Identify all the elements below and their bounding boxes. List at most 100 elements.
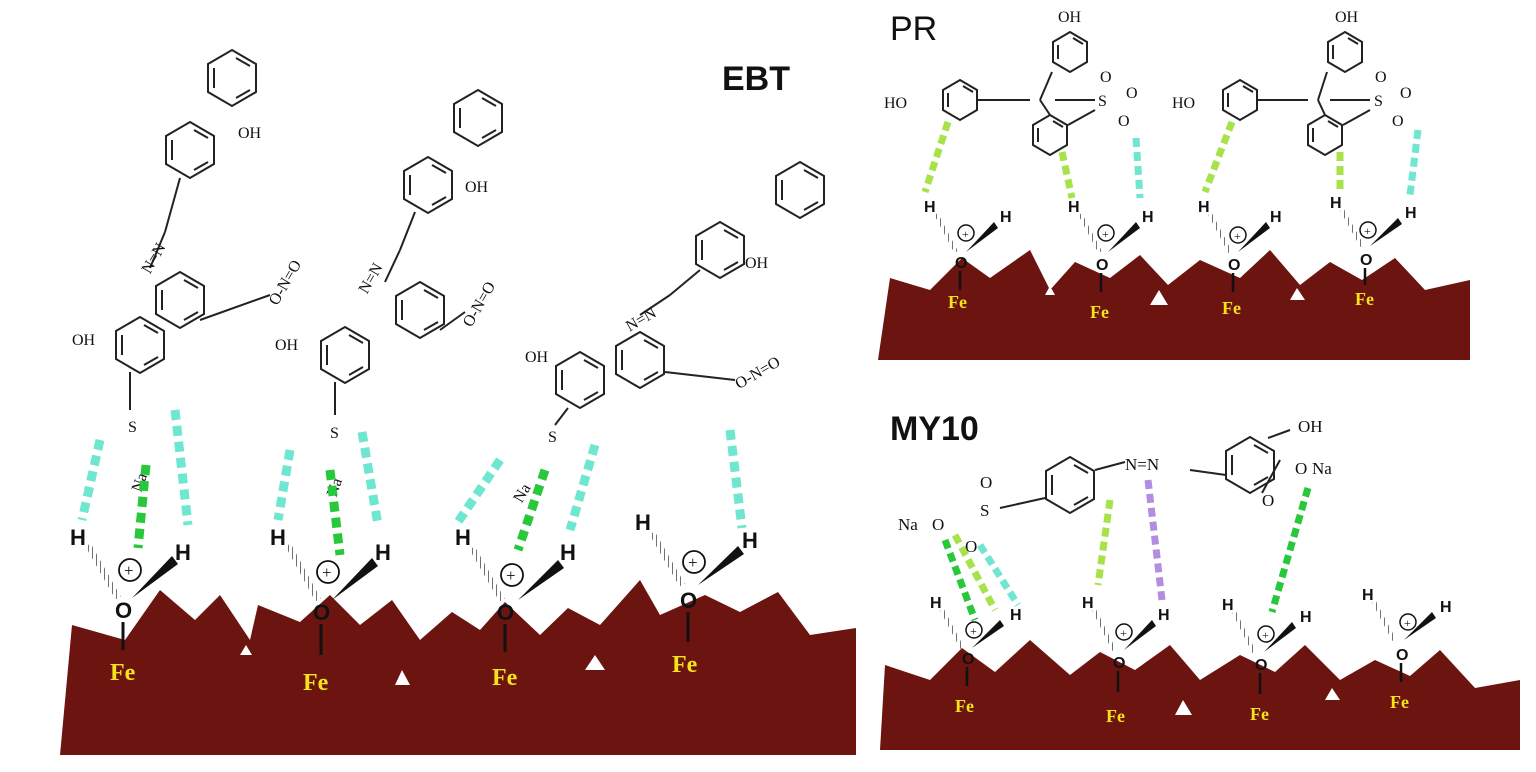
oxygen-label: O bbox=[965, 537, 977, 556]
ho-label: HO bbox=[884, 95, 907, 112]
oh-label: OH bbox=[72, 332, 96, 349]
oxygen-label: O bbox=[1113, 655, 1125, 672]
sulfonate-label: S bbox=[980, 501, 989, 520]
hydrogen-label: H bbox=[1142, 209, 1154, 226]
plus-charge: + bbox=[1262, 628, 1269, 642]
surface-notches bbox=[240, 286, 1340, 715]
nitro-label: O-N=O bbox=[266, 257, 305, 308]
oxygen-label: O bbox=[1100, 69, 1112, 86]
iron-label: Fe bbox=[672, 652, 698, 678]
sulfonate-label: S bbox=[1374, 93, 1383, 110]
nitro-label: O-N=O bbox=[732, 354, 783, 393]
oxygen-label: O bbox=[115, 598, 132, 623]
sodium-label: Na bbox=[1312, 459, 1332, 478]
iron-label: Fe bbox=[1222, 298, 1241, 318]
hydrogen-label: H bbox=[742, 528, 758, 553]
my10-labels: OH N=N S O O Na O O O Na bbox=[898, 417, 1332, 556]
oh-label: OH bbox=[525, 349, 549, 366]
ebt-hydronium-site-4: H H + O Fe bbox=[635, 510, 758, 678]
plus-charge: + bbox=[124, 561, 134, 580]
plus-charge: + bbox=[1364, 224, 1371, 238]
oh-label: OH bbox=[465, 179, 489, 196]
pr-hydronium-site-3: H H + O Fe bbox=[1198, 199, 1282, 318]
hydrogen-label: H bbox=[270, 525, 286, 550]
ebt-hydronium-site-1: H H + O Fe bbox=[70, 525, 191, 686]
oxygen-label: O bbox=[1295, 459, 1307, 478]
oh-label: OH bbox=[745, 255, 769, 272]
pr-molecule-1 bbox=[942, 31, 1096, 156]
iron-label: Fe bbox=[110, 660, 136, 686]
sulfonate-label: S bbox=[330, 425, 339, 442]
hydrogen-label: H bbox=[924, 199, 936, 216]
plus-charge: + bbox=[506, 566, 516, 585]
oxygen-label: O bbox=[932, 515, 944, 534]
oh-label: OH bbox=[238, 125, 262, 142]
oxygen-label: O bbox=[980, 473, 992, 492]
hydrogen-label: H bbox=[455, 525, 471, 550]
steel-surface-my10 bbox=[880, 640, 1520, 750]
oxygen-label: O bbox=[1126, 85, 1138, 102]
oxygen-label: O bbox=[1360, 252, 1372, 269]
azo-label: N=N bbox=[623, 304, 660, 335]
sulfonate-label: S bbox=[1098, 93, 1107, 110]
panel-title-ebt: EBT bbox=[722, 60, 790, 98]
pr-hydronium-site-2: H H + O Fe bbox=[1068, 199, 1154, 322]
hydrogen-label: H bbox=[1440, 599, 1452, 616]
my10-hydronium-site-4: H H + O Fe bbox=[1362, 587, 1452, 712]
my10-hbonds bbox=[941, 479, 1312, 622]
my10-hydronium-site-2: H H + O Fe bbox=[1082, 595, 1170, 726]
ebt-hydronium-site-3: H H + O Fe bbox=[455, 525, 576, 691]
plus-charge: + bbox=[1234, 229, 1241, 243]
iron-label: Fe bbox=[1390, 692, 1409, 712]
azo-label: N=N bbox=[139, 240, 170, 277]
oxygen-label: O bbox=[1255, 657, 1267, 674]
oxygen-label: O bbox=[1262, 491, 1274, 510]
hydrogen-label: H bbox=[70, 525, 86, 550]
my10-hydronium-site-1: H H + O Fe bbox=[930, 595, 1022, 716]
panel-title-my10: MY10 bbox=[890, 410, 979, 448]
oxygen-label: O bbox=[1096, 257, 1108, 274]
sulfonate-label: S bbox=[548, 429, 557, 446]
my10-hydronium-site-3: H H + O Fe bbox=[1222, 597, 1312, 724]
plus-charge: + bbox=[322, 563, 332, 582]
oxygen-label: O bbox=[497, 600, 514, 625]
pr-molecule-2 bbox=[1222, 31, 1371, 156]
panel-title-pr: PR bbox=[890, 10, 937, 48]
hydrogen-label: H bbox=[1270, 209, 1282, 226]
oxygen-label: O bbox=[680, 588, 697, 613]
hydrogen-label: H bbox=[175, 540, 191, 565]
sodium-label: Na bbox=[898, 515, 918, 534]
plus-charge: + bbox=[688, 553, 698, 572]
hydrogen-label: H bbox=[635, 510, 651, 535]
iron-label: Fe bbox=[955, 696, 974, 716]
sulfonate-label: S bbox=[128, 419, 137, 436]
plus-charge: + bbox=[962, 227, 969, 241]
plus-charge: + bbox=[970, 624, 977, 638]
hydrogen-label: H bbox=[1362, 587, 1374, 604]
plus-charge: + bbox=[1120, 626, 1127, 640]
iron-label: Fe bbox=[1355, 289, 1374, 309]
oxygen-label: O bbox=[955, 255, 967, 272]
iron-label: Fe bbox=[1106, 706, 1125, 726]
oxygen-label: O bbox=[1375, 69, 1387, 86]
oh-label: OH bbox=[1298, 417, 1323, 436]
oxygen-label: O bbox=[1392, 113, 1404, 130]
ebt-hbonds bbox=[77, 409, 747, 556]
hydrogen-label: H bbox=[560, 540, 576, 565]
pr-labels: OH OH HO HO S S O O O O O O bbox=[884, 9, 1412, 130]
ebt-hydronium-site-2: H H + O Fe bbox=[270, 525, 391, 696]
hydrogen-label: H bbox=[930, 595, 942, 612]
pr-hydronium-site-4: H H + O Fe bbox=[1330, 195, 1417, 309]
hydrogen-label: H bbox=[1300, 609, 1312, 626]
hydrogen-label: H bbox=[1198, 199, 1210, 216]
iron-label: Fe bbox=[1250, 704, 1269, 724]
azo-label: N=N bbox=[1125, 455, 1159, 474]
hydrogen-label: H bbox=[1158, 607, 1170, 624]
iron-label: Fe bbox=[303, 670, 329, 696]
hydrogen-label: H bbox=[1330, 195, 1342, 212]
hydrogen-label: H bbox=[1222, 597, 1234, 614]
hydrogen-label: H bbox=[375, 540, 391, 565]
azo-label: N=N bbox=[356, 260, 387, 297]
oxygen-label: O bbox=[962, 651, 974, 668]
